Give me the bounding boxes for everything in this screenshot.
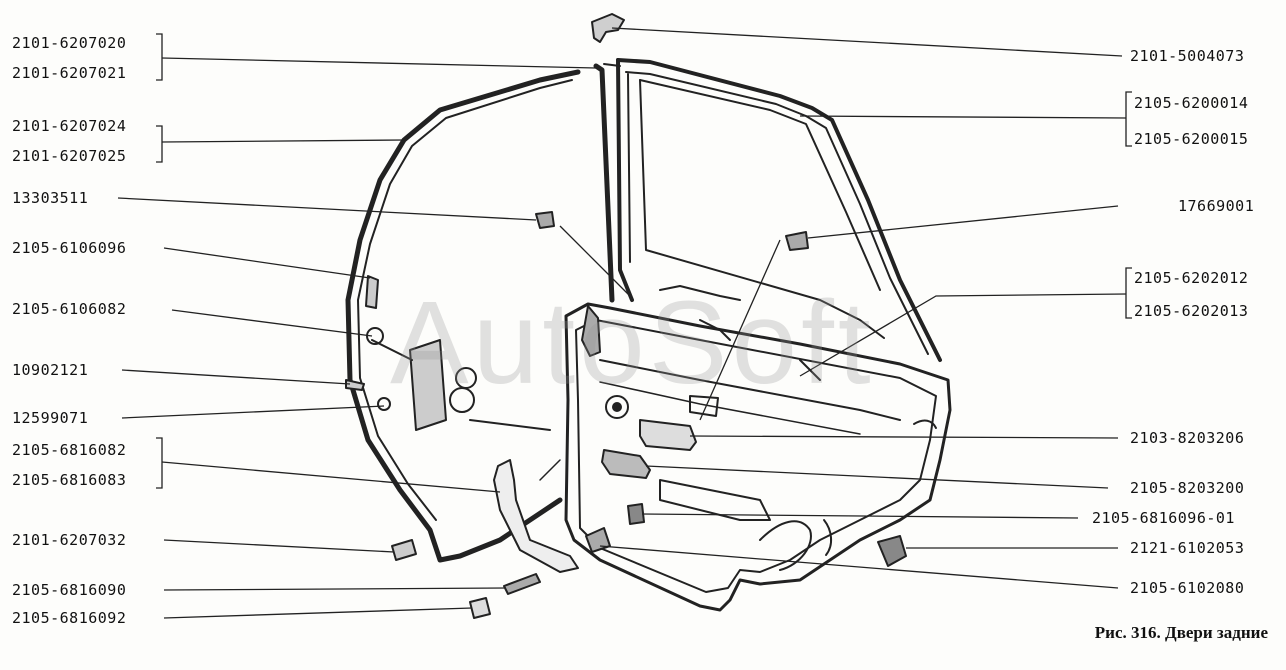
part-label-2105-6102080: 2105-6102080 <box>1130 579 1245 597</box>
bracket-l3 <box>156 125 163 163</box>
part-label-2103-8203206: 2103-8203206 <box>1130 429 1245 447</box>
clip-part <box>591 13 625 43</box>
part-label-2101-6207025: 2101-6207025 <box>12 147 127 165</box>
bracket-l1 <box>156 33 163 81</box>
leader-r8 <box>645 465 1109 489</box>
part-label-2105-6202013: 2105-6202013 <box>1134 302 1249 320</box>
leader-l13 <box>163 587 507 591</box>
leader-l3 <box>161 139 405 143</box>
leader-l8 <box>121 369 351 385</box>
part-label-12599071: 12599071 <box>12 409 89 427</box>
part-label-13303511: 13303511 <box>12 189 89 207</box>
glass-run-channel <box>593 63 621 303</box>
pull-handle <box>493 459 579 573</box>
fasteners <box>391 211 907 619</box>
leader-l7 <box>171 309 373 337</box>
leader-l5b <box>559 225 631 297</box>
leader-l1 <box>161 57 597 69</box>
leader-r7 <box>689 435 1119 439</box>
leader-l12 <box>163 539 395 553</box>
bracket-r2 <box>1125 91 1132 147</box>
leader-r4 <box>807 205 1119 239</box>
door-panel <box>564 285 952 612</box>
part-label-2101-6207032: 2101-6207032 <box>12 531 127 549</box>
part-label-2105-6816090: 2105-6816090 <box>12 581 127 599</box>
part-label-2105-6200014: 2105-6200014 <box>1134 94 1249 112</box>
leader-r9 <box>641 513 1079 519</box>
leader-l14 <box>163 607 473 619</box>
bracket-l10 <box>156 437 163 489</box>
leader-l5 <box>117 197 537 221</box>
leader-l6 <box>163 247 371 279</box>
part-label-2105-6816092: 2105-6816092 <box>12 609 127 627</box>
part-label-2105-6816096-01: 2105-6816096-01 <box>1092 509 1235 527</box>
part-label-2101-5004073: 2101-5004073 <box>1130 47 1245 65</box>
part-label-2105-8203200: 2105-8203200 <box>1130 479 1245 497</box>
leader-r4b <box>699 239 781 421</box>
part-label-2105-6816082: 2105-6816082 <box>12 441 127 459</box>
part-label-2121-6102053: 2121-6102053 <box>1130 539 1245 557</box>
leader-r11 <box>599 545 1119 589</box>
part-label-2101-6207020: 2101-6207020 <box>12 34 127 52</box>
bracket-r5 <box>1125 267 1132 319</box>
part-label-2105-6816083: 2105-6816083 <box>12 471 127 489</box>
part-label-2105-6106082: 2105-6106082 <box>12 300 127 318</box>
part-label-10902121: 10902121 <box>12 361 89 379</box>
part-label-2105-6200015: 2105-6200015 <box>1134 130 1249 148</box>
leader-r5 <box>799 293 1127 377</box>
window-frame <box>616 58 942 362</box>
lock-mechanism <box>345 275 551 431</box>
part-label-2105-6202012: 2105-6202012 <box>1134 269 1249 287</box>
part-label-17669001: 17669001 <box>1178 197 1255 215</box>
part-label-2101-6207021: 2101-6207021 <box>12 64 127 82</box>
leader-l10 <box>161 461 501 493</box>
leader-l9 <box>121 405 385 419</box>
leader-r1 <box>611 27 1123 57</box>
figure-caption: Рис. 316. Двери задние <box>1094 623 1268 642</box>
part-label-2101-6207024: 2101-6207024 <box>12 117 127 135</box>
part-label-2105-6106096: 2105-6106096 <box>12 239 127 257</box>
leader-r2 <box>799 115 1127 119</box>
